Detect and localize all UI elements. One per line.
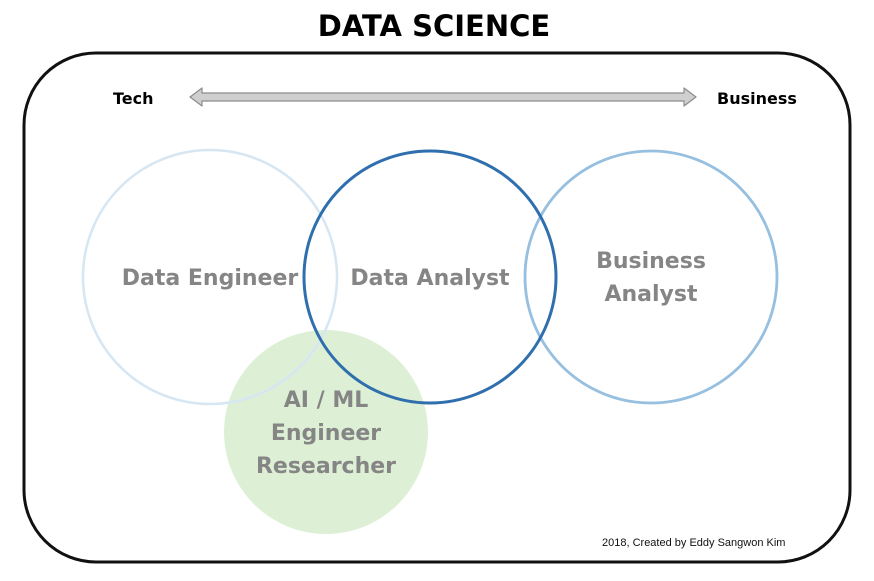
business-analyst-circle (523, 149, 779, 405)
ai-ml-label-line3: Researcher (256, 454, 396, 479)
ai-ml-label-line2: Engineer (271, 421, 381, 446)
data-analyst-circle (302, 149, 558, 405)
business-analyst-label-line2: Analyst (604, 282, 698, 307)
axis-left-label: Tech (113, 89, 154, 108)
ai-ml-label-line1: AI / ML (284, 388, 368, 413)
axis-right-label: Business (717, 89, 797, 108)
diagram-title: DATA SCIENCE (318, 9, 550, 43)
ai-ml-circle (224, 330, 428, 534)
data-engineer-label: Data Engineer (122, 266, 299, 291)
credit-text: 2018, Created by Eddy Sangwon Kim (602, 537, 785, 549)
diagram-frame (22, 51, 852, 564)
data-engineer-circle (81, 148, 339, 406)
double-arrow (189, 87, 697, 107)
business-analyst-label-line1: Business (596, 249, 706, 274)
data-analyst-label: Data Analyst (350, 266, 510, 291)
